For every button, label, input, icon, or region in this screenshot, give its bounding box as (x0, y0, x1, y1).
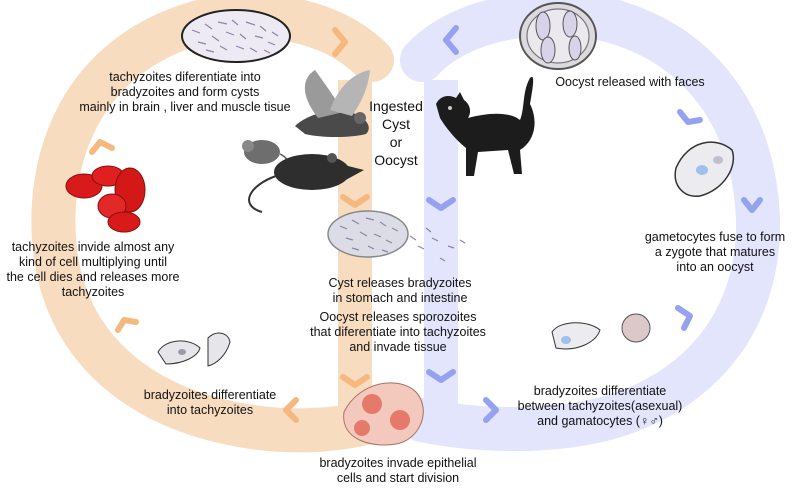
host-arrow-2 (89, 139, 115, 155)
parasite-cell-icon (157, 332, 231, 367)
central-cyst-icon (327, 210, 466, 262)
zygote-icon (551, 313, 651, 350)
label-tachy-to-brady: tachyzoites diferentiate into bradyzoite… (79, 70, 291, 114)
label-brady-to-tachy: bradyzoites differentiate into tachyzoit… (143, 388, 277, 417)
label-brady-between: bradyzoites differentiate between tachyz… (517, 384, 683, 428)
cat-arrow-7 (426, 369, 456, 383)
host-arrow-6 (340, 374, 370, 388)
oocyst-icon (519, 2, 597, 70)
cyst-icon (181, 9, 291, 63)
cat-central-band (424, 80, 458, 425)
label-oocyst-releases: Oocyst releases sporozoites that diferen… (310, 310, 486, 354)
label-tachy-invade: tachyzoites invide almost any kind of ce… (6, 240, 180, 299)
label-oocyst-faces: Oocyst released with faces (555, 75, 705, 89)
label-gametocytes-fuse: gametocytes fuse to form a zygote that m… (644, 230, 786, 274)
label-brady-invade: bradyzoites invade epithelial cells and … (319, 456, 477, 485)
red-blood-cells-icon (65, 165, 146, 233)
host-arrow-1 (332, 27, 348, 57)
host-arrow-5 (340, 194, 370, 208)
cat-arrow-5 (483, 397, 499, 423)
gametocyte-icon (674, 141, 735, 197)
cat-arrow-1 (443, 25, 459, 55)
cat-arrow-6 (426, 197, 456, 211)
cat-arrow-3 (741, 197, 763, 213)
cat-arrow-2 (677, 109, 703, 125)
label-ingested: Ingested Cyst or Oocyst (369, 98, 423, 168)
epithelial-cells-icon (343, 382, 424, 446)
cat-icon (436, 76, 535, 176)
cat-arrow-4 (675, 305, 693, 331)
host-arrow-4 (283, 397, 299, 423)
host-arrow-3 (115, 317, 139, 333)
label-cyst-releases: Cyst releases bradyzoites in stomach and… (328, 276, 472, 305)
bird-icon (295, 70, 370, 137)
rat-icon (248, 153, 364, 213)
